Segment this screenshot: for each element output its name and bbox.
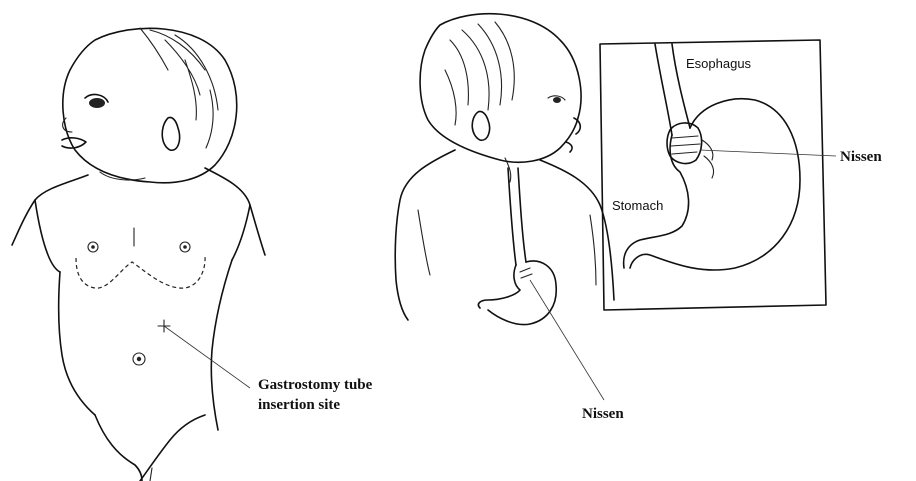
gastrostomy-label-line2: insertion site — [258, 396, 340, 414]
stomach-label: Stomach — [612, 198, 663, 213]
nissen-inset-label: Nissen — [840, 148, 882, 166]
gastrostomy-label-line1: Gastrostomy tube — [258, 376, 372, 394]
esophagus-label: Esophagus — [686, 56, 751, 71]
nissen-lower-label: Nissen — [582, 405, 624, 423]
